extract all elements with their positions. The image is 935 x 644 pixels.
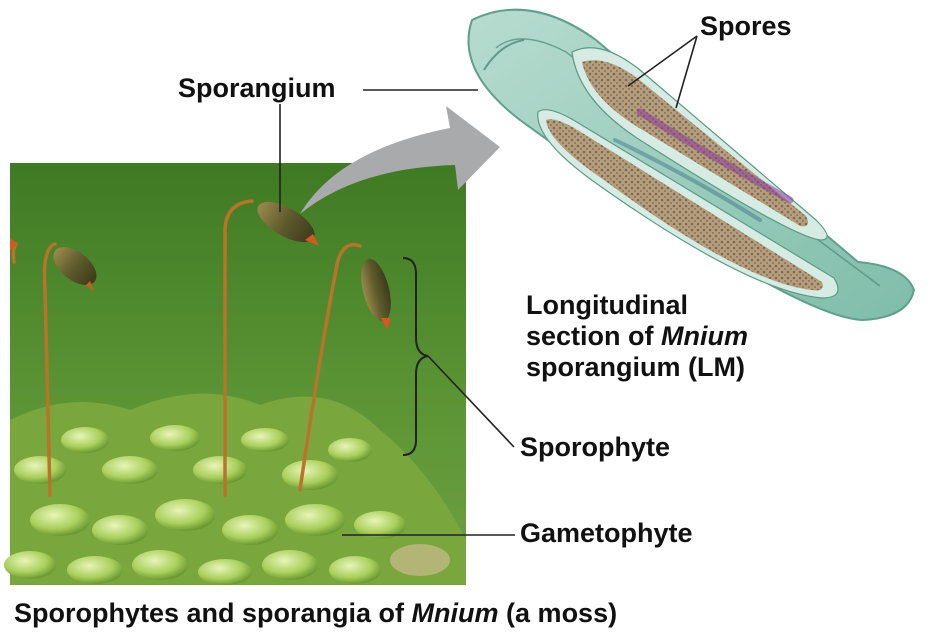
figure-caption-genus: Mnium (411, 598, 499, 628)
section-caption-line3: sporangium (LM) (526, 352, 745, 383)
spores-leader-2 (675, 35, 698, 109)
sporangium-label: Sporangium (178, 73, 336, 103)
sporophyte-leader (427, 355, 515, 448)
section-caption-line2-prefix: section of (526, 321, 662, 352)
section-caption-line2: section of Mnium (526, 321, 748, 352)
gametophyte-cushion (4, 393, 466, 585)
section-caption-genus: Mnium (661, 321, 749, 352)
spores-leader-1 (627, 35, 698, 87)
section-caption: Longitudinal section of Mnium sporangium… (526, 290, 748, 383)
callout-arrow (300, 106, 500, 214)
sporophyte-label: Sporophyte (520, 432, 671, 462)
sporangium-capsules (10, 201, 391, 330)
section-micrograph (467, 8, 916, 322)
section-caption-line1: Longitudinal (526, 290, 688, 320)
spores-label: Spores (700, 11, 792, 41)
moss-photo (4, 163, 466, 585)
sporophyte-stalks (11, 199, 362, 497)
figure-caption-prefix: Sporophytes and sporangia of (14, 598, 412, 628)
leader-lines (279, 35, 698, 536)
figure-caption-suffix: (a moss) (498, 598, 618, 628)
figure-caption: Sporophytes and sporangia of Mnium (a mo… (14, 598, 617, 629)
gametophyte-label: Gametophyte (520, 518, 693, 548)
